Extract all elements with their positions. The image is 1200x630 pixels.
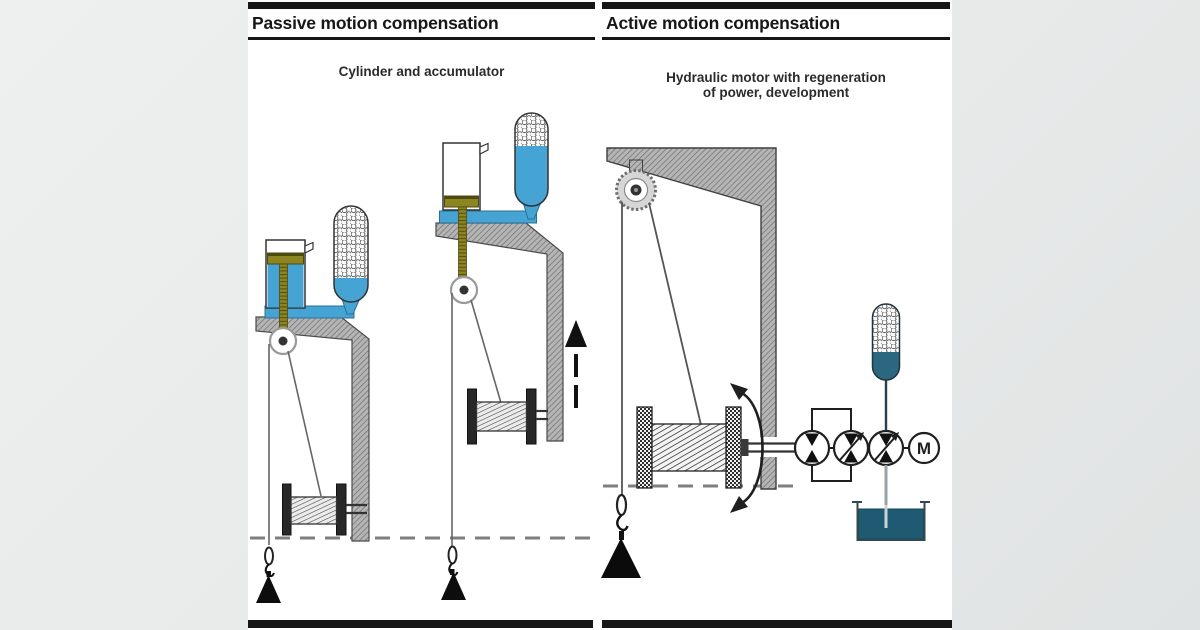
active-subtitle: Hydraulic motor with regeneration of pow… <box>602 70 950 100</box>
active-title: Active motion compensation <box>606 13 840 33</box>
closed-loop-piping <box>811 408 852 482</box>
load-weight <box>441 572 466 600</box>
electric-motor-label: M <box>917 439 931 458</box>
hook-icon <box>616 514 629 532</box>
winch-drum <box>475 401 528 432</box>
hook-and-load <box>441 545 466 600</box>
pulley <box>615 169 657 211</box>
hydraulic-cylinder <box>442 142 489 211</box>
gas-accumulator <box>333 205 369 303</box>
gas-accumulator <box>514 112 549 207</box>
cylinder-spout <box>304 241 314 254</box>
hydraulic-cylinder <box>265 239 314 309</box>
header-top-rule <box>248 2 595 9</box>
hydraulic-pipe <box>439 210 537 224</box>
electric-motor-symbol: M <box>907 431 941 465</box>
active-header: Active motion compensation <box>602 0 950 40</box>
passive-header: Passive motion compensation <box>248 0 595 40</box>
pulley <box>449 275 479 305</box>
load-weight <box>256 575 281 603</box>
gas-accumulator <box>871 303 901 381</box>
cable-to-winch <box>287 350 322 497</box>
cable-link <box>264 546 274 566</box>
winch <box>282 483 367 536</box>
pulley <box>268 326 298 356</box>
cable-to-winch <box>470 299 502 404</box>
header-bottom-rule <box>248 37 595 40</box>
header-bottom-rule <box>602 37 950 40</box>
rotation-arrow <box>730 383 764 513</box>
hydraulic-motor-symbol <box>793 429 831 467</box>
heave-up-arrow <box>565 320 587 408</box>
header-top-rule <box>602 2 950 9</box>
active-bottom-rule <box>602 620 952 628</box>
cylinder-spout <box>479 142 489 155</box>
passive-state2 <box>435 112 587 600</box>
crane-structure <box>606 147 777 490</box>
winch <box>467 388 548 445</box>
variable-pump-symbol <box>832 429 870 467</box>
diagram-panel: M Passive motion compensation Active mot… <box>248 0 952 630</box>
passive-state1 <box>255 205 370 603</box>
tank-fluid <box>858 508 924 540</box>
hook-and-load <box>601 493 641 578</box>
oil-tank <box>852 465 930 541</box>
winch <box>636 406 795 489</box>
shaft-coupling <box>740 439 749 456</box>
active-subtitle-line1: Hydraulic motor with regeneration <box>666 70 886 85</box>
passive-title: Passive motion compensation <box>252 13 499 33</box>
cable-link <box>447 545 458 565</box>
crane-bracket <box>435 222 564 442</box>
hydraulic-circuit: M <box>793 303 941 541</box>
cable-to-winch <box>648 202 702 426</box>
cable-link <box>615 493 628 517</box>
load-weight <box>601 538 641 578</box>
winch-drum <box>651 423 727 472</box>
active-subtitle-line2: of power, development <box>702 85 850 100</box>
motion-compensation-diagram: M <box>250 112 941 603</box>
passive-diagram <box>250 112 592 603</box>
winch-drum <box>290 496 338 525</box>
variable-pump-symbol <box>867 429 905 467</box>
passive-bottom-rule <box>248 620 593 628</box>
active-diagram: M <box>601 147 941 578</box>
passive-subtitle: Cylinder and accumulator <box>338 64 505 79</box>
hook-and-load <box>256 546 281 603</box>
